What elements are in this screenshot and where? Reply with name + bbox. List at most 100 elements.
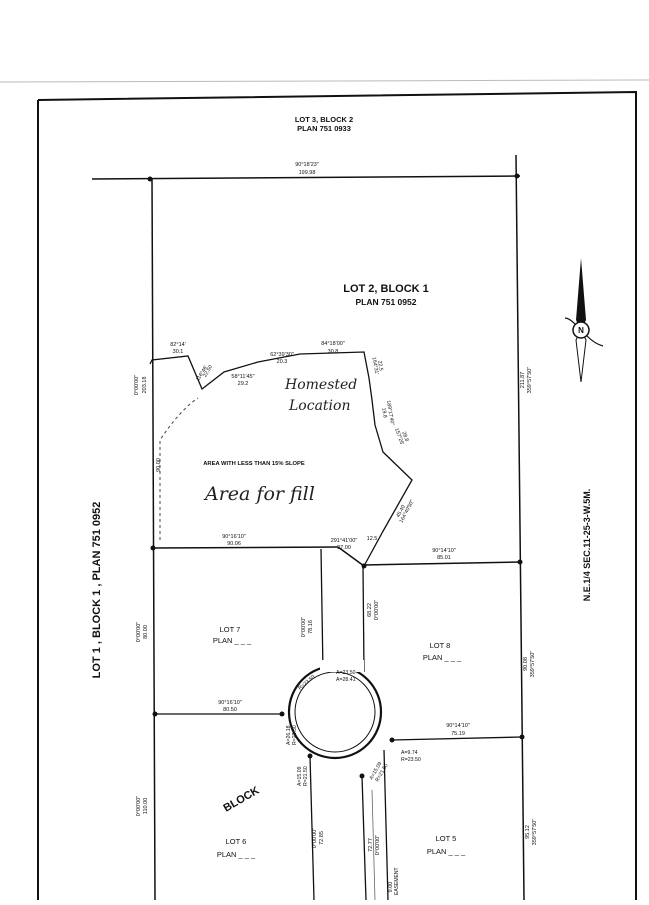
survey-points [147, 173, 525, 779]
dim-lot8-south-bearing: 90°14'10" [446, 723, 470, 729]
west-neighbor-label: LOT 1 , BLOCK 1 , PLAN 751 0952 [91, 502, 103, 679]
dim-seg4-bearing: 62°39'30" [270, 352, 294, 358]
scan-line [0, 79, 649, 83]
dim-cul-d1: 72.85 [319, 831, 325, 845]
area-boundary [149, 351, 413, 534]
dim-road-west-distance: 78.16 [308, 620, 314, 634]
dashed-boundary [159, 397, 199, 540]
arc-a4: A=15.09 [297, 766, 303, 786]
dim-seg8-distance: 28.8 [400, 431, 409, 443]
dim-small-segment: 12.5 [367, 536, 378, 542]
lot2-plan: PLAN 751 0952 [356, 297, 417, 307]
lot6-east-line [309, 755, 315, 901]
dim-seg1-distance: 30.1 [173, 349, 184, 355]
dim-east-bot-distance: 95.12 [525, 825, 531, 839]
dim-seg3-distance: 29.2 [238, 381, 249, 387]
outer-frame [37, 90, 637, 900]
dim-west-top-bearing: 0°00'00" [134, 375, 140, 396]
vertical-dimension-labels: 0°00'00" 203.18 90.00 0°00'00" 80.00 0°0… [134, 367, 538, 893]
dim-top-bearing: 90°18'23" [295, 162, 319, 168]
homestead-note-line2: Location [288, 398, 350, 414]
north-arrow-icon: N [564, 258, 604, 383]
easement-label: EASEMENT [394, 867, 400, 895]
svg-text:N: N [578, 326, 584, 335]
lot2-title: LOT 2, BLOCK 1 [343, 283, 429, 295]
dim-seg9-distance: 45.40 [395, 504, 406, 518]
dim-seg7-distance: 19.8 [380, 407, 388, 418]
dim-south-left-distance: 90.06 [227, 541, 241, 547]
dim-seg5-distance: 30.8 [328, 349, 339, 355]
road-west-line [320, 548, 324, 673]
arc-r5: R=23.50 [401, 757, 421, 763]
lot5-plan: PLAN _ _ _ [427, 847, 466, 856]
lot2-south-mid [337, 546, 365, 567]
dim-east-top-bearing: 359°57'50" [527, 367, 533, 394]
dim-lot7-south-distance: 80.50 [223, 707, 237, 713]
dim-east-bot-bearing: 359°57'50" [532, 819, 538, 846]
lot2-south-left [151, 546, 339, 549]
dim-west-bot-distance: 110.00 [143, 798, 149, 814]
fill-area-note: Area for fill [203, 483, 315, 505]
arc-a2: A=28.41 [336, 677, 356, 683]
lot7-plan: PLAN _ _ _ [213, 636, 252, 645]
dim-easement-width: 9.00 [388, 882, 394, 893]
curve-labels: A=23.50 A=28.41 R=23.50 A=26.18 R=23.50 … [286, 670, 421, 786]
north-lot-label: LOT 3, BLOCK 2 [295, 115, 353, 124]
arc-a3: A=26.18 [286, 725, 292, 745]
lot2-small-segment [363, 532, 383, 567]
lot6-plan: PLAN _ _ _ [217, 850, 256, 859]
dim-cul-d1-bearing: 0°00'00" [312, 828, 318, 849]
dim-cul-d2-bearing: 0°00'00" [375, 835, 381, 856]
dim-south-right-bearing: 90°14'10" [432, 548, 456, 554]
arc-r4: R=21.50 [303, 766, 309, 786]
dim-seg5-bearing: 84°18'00" [321, 341, 345, 347]
arc-r3: R=23.50 [292, 725, 298, 745]
dim-south-mid-distance: 27.00 [337, 545, 351, 551]
dim-lot7-south-bearing: 90°16'10" [218, 700, 242, 706]
lot8-south-line [391, 736, 523, 741]
dim-w-inner: 90.00 [156, 458, 162, 472]
north-plan-label: PLAN 751 0933 [297, 124, 351, 133]
lot8-plan: PLAN _ _ _ [423, 653, 462, 662]
slope-area-label: AREA WITH LESS THAN 15% SLOPE [203, 461, 305, 467]
lot5-label: LOT 5 [436, 834, 457, 843]
road-south-east [383, 749, 389, 901]
east-boundary [515, 154, 525, 901]
cul-de-sac-outer [287, 664, 383, 760]
dim-cul-d2: 72.77 [368, 838, 374, 852]
dim-west-top-distance: 203.18 [142, 377, 148, 394]
lot8-label: LOT 8 [430, 641, 451, 650]
dim-west-mid-bearing: 0°00'00" [136, 622, 142, 643]
road-south-west [361, 775, 367, 901]
dim-road-east-distance: 68.22 [367, 603, 373, 617]
dim-seg7-bearing: 189°17'40" [385, 400, 395, 426]
lot7-label: LOT 7 [220, 625, 241, 634]
easement-line [371, 789, 376, 901]
dim-seg1-bearing: 82°14' [170, 342, 186, 348]
block-label: BLOCK [222, 785, 262, 815]
dim-lot8-south-distance: 75.19 [451, 731, 465, 737]
east-neighbor-label: N.E.1/4 SEC.11-25-3-W.5M. [582, 489, 592, 602]
lot2-south-right [363, 561, 521, 566]
north-boundary [91, 175, 521, 180]
west-boundary [151, 178, 156, 901]
dim-road-east-bearing: 0°00'00" [374, 600, 380, 621]
dim-west-bot-bearing: 0°00'00" [136, 796, 142, 817]
arc-a5: A=9.74 [401, 750, 418, 756]
dim-seg4-distance: 20.3 [277, 359, 288, 365]
dim-east-top-distance: 211.87 [520, 372, 526, 388]
dim-south-left-bearing: 90°16'10" [222, 534, 246, 540]
road-east-line [362, 565, 365, 673]
lot6-label: LOT 6 [226, 837, 247, 846]
dim-east-mid-bearing: 359°57'50" [530, 651, 536, 678]
dim-road-west-bearing: 0°00'00" [301, 617, 307, 638]
dim-south-mid-bearing: 291°41'00" [331, 538, 358, 544]
dim-seg6-bearing: 164°31' [371, 357, 380, 375]
dim-west-mid-distance: 80.00 [143, 625, 149, 639]
dim-top-distance: 199.98 [299, 170, 316, 176]
homestead-note-line1: Homested [284, 377, 357, 393]
dim-east-mid-distance: 90.08 [523, 657, 529, 671]
dim-south-right-distance: 85.01 [437, 555, 451, 561]
